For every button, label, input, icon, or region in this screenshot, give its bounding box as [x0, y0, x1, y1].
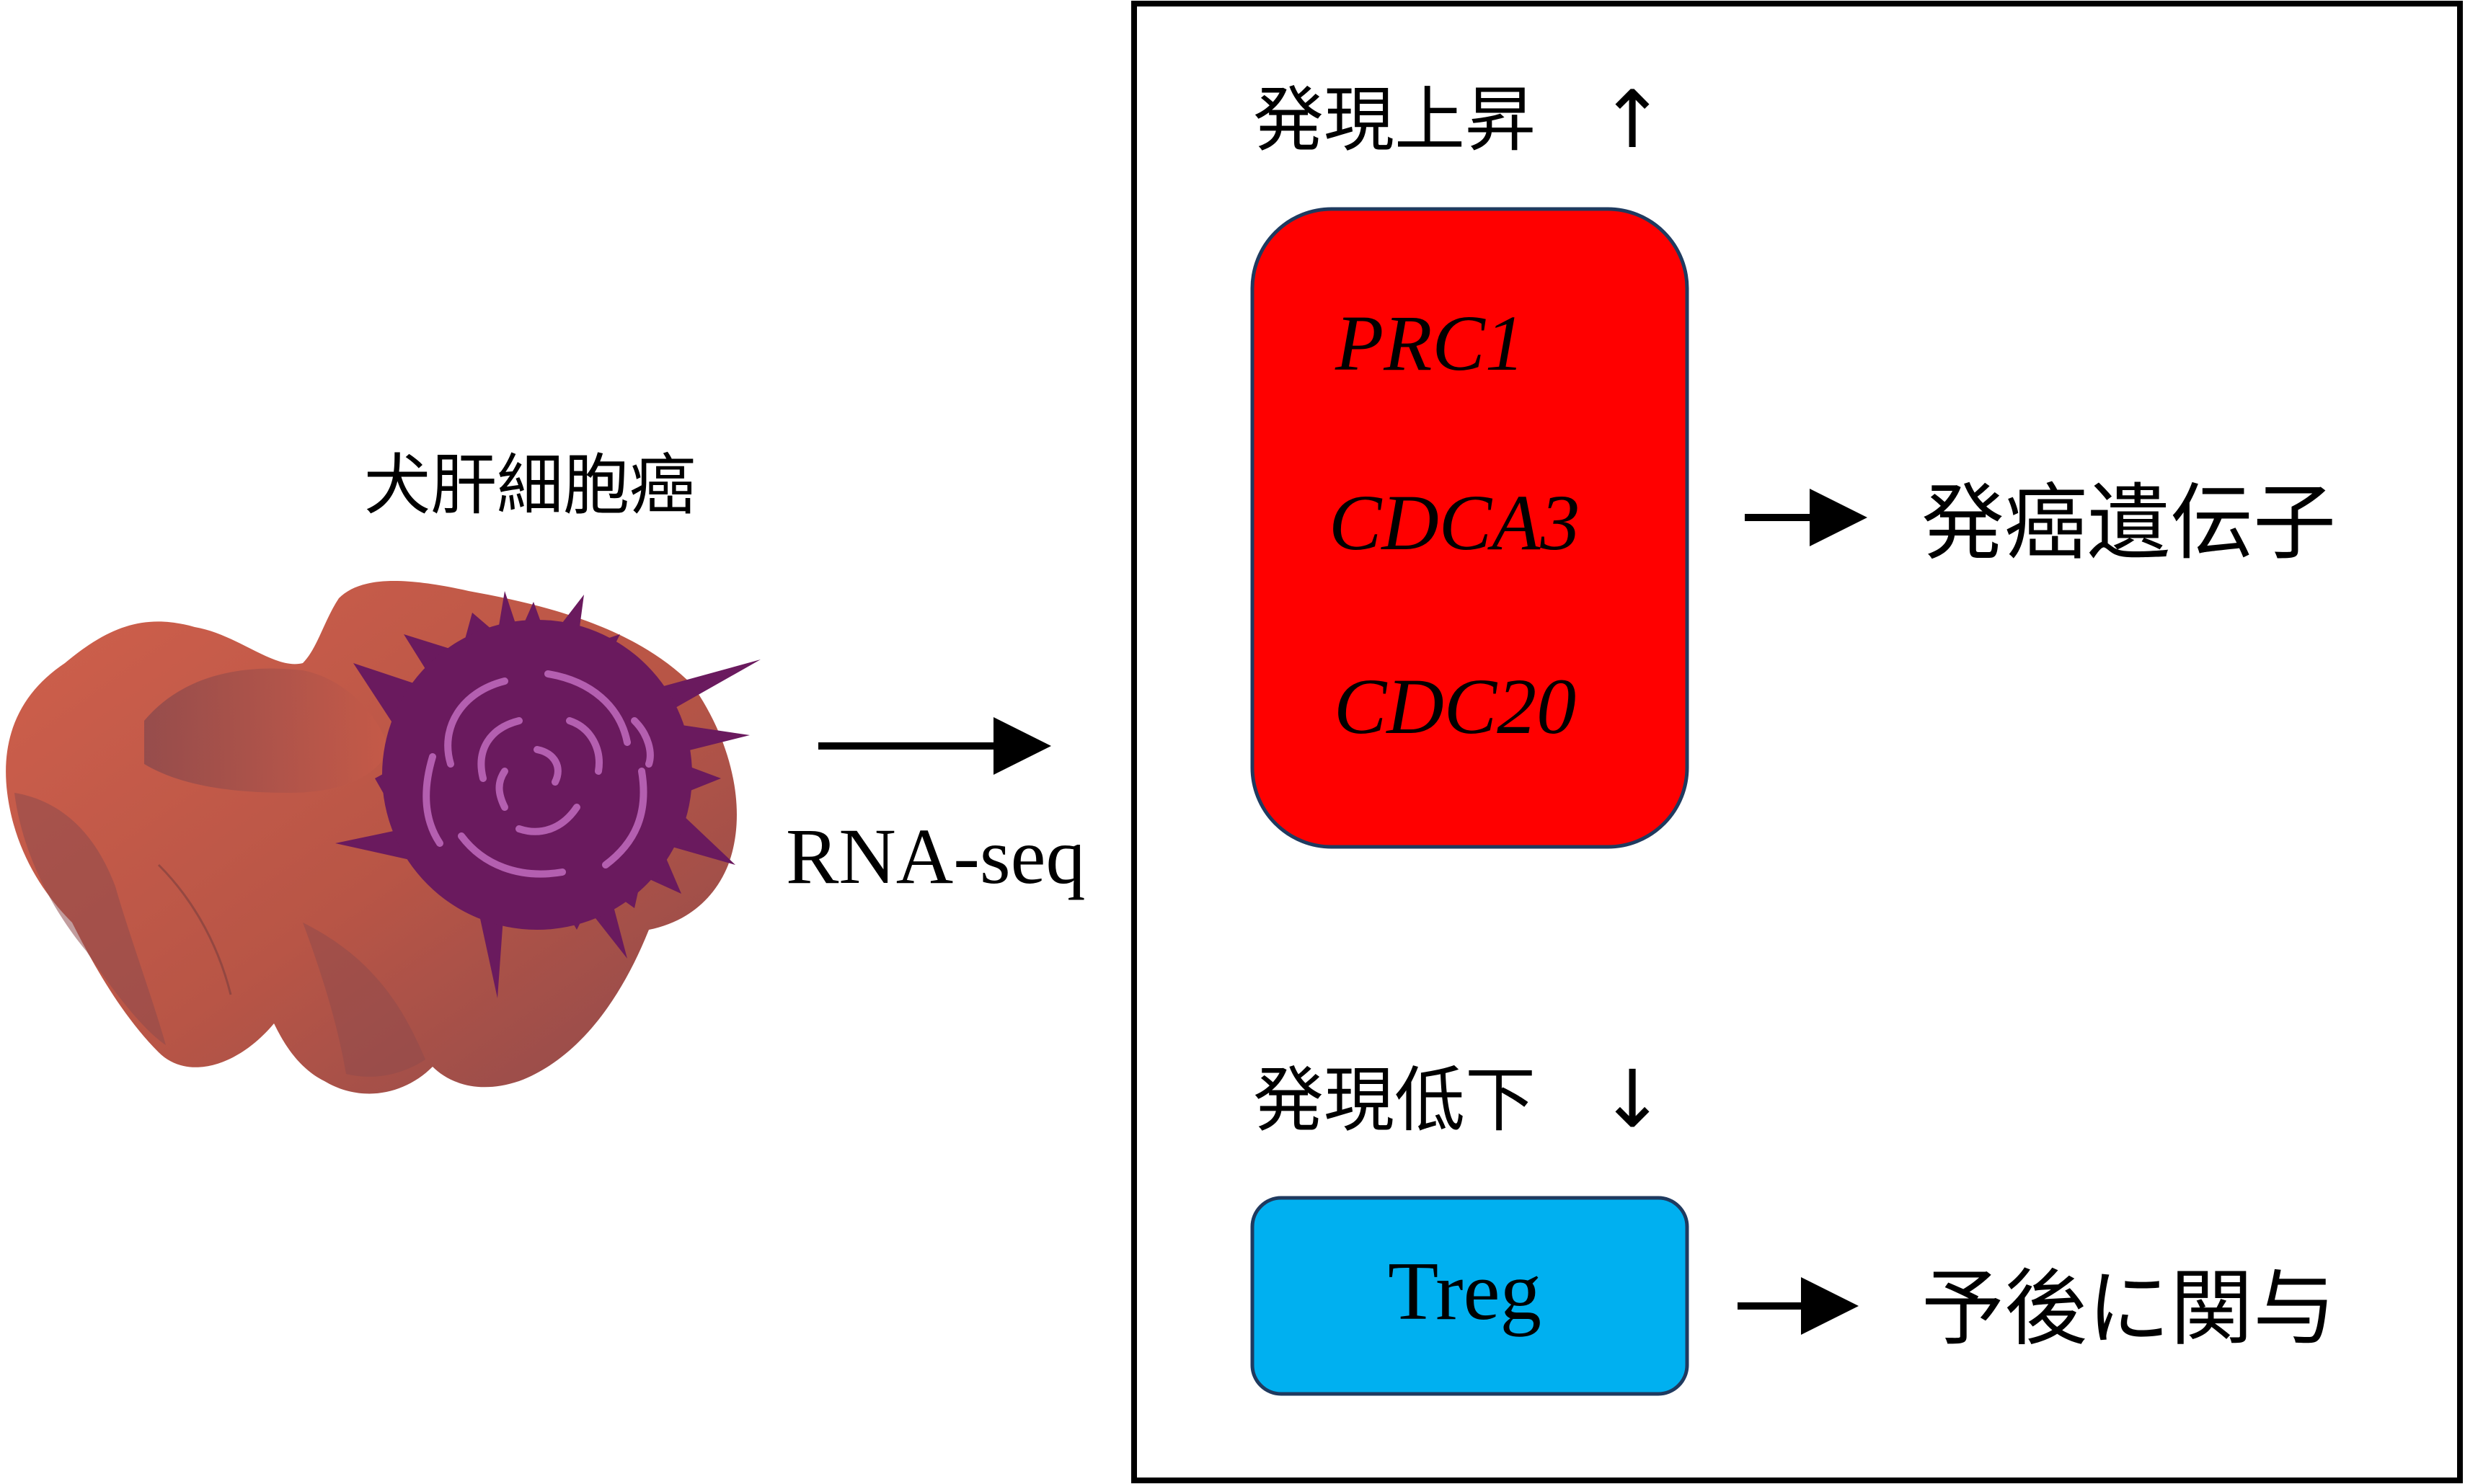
- tumor-swirls: [422, 670, 654, 878]
- upregulated-heading: 発現上昇 ↑: [1253, 74, 1665, 166]
- gene-label: CDCA3: [1329, 479, 1580, 567]
- downregulated-heading: 発現低下 ↓: [1253, 1053, 1665, 1145]
- upregulated-gene-box: [1250, 207, 1689, 849]
- tumor-core: [382, 620, 692, 930]
- downregulated-heading-text: 発現低下: [1253, 1059, 1536, 1142]
- downregulated-box: [1250, 1196, 1689, 1396]
- liver-left-lobe-shadow: [14, 793, 166, 1045]
- oncogene-label: 発癌遺伝子: [1921, 475, 2336, 572]
- liver-lower-lobe-shadow: [303, 923, 425, 1077]
- prognosis-label: 予後に関与: [1921, 1261, 2336, 1357]
- down-arrow-icon: ↓: [1599, 1053, 1665, 1145]
- source-label: 犬肝細胞癌: [364, 447, 696, 524]
- gene-label: CDC20: [1334, 662, 1576, 750]
- tumor-cell: [335, 591, 761, 998]
- liver-lobe-shadow: [144, 668, 389, 793]
- rnaseq-label: RNA-seq: [786, 812, 1086, 900]
- gene-label: PRC1: [1335, 299, 1525, 387]
- up-arrow-icon: ↑: [1599, 74, 1665, 166]
- treg-label: Treg: [1388, 1245, 1541, 1337]
- liver-fissure: [157, 863, 232, 995]
- upregulated-heading-text: 発現上昇: [1253, 79, 1536, 161]
